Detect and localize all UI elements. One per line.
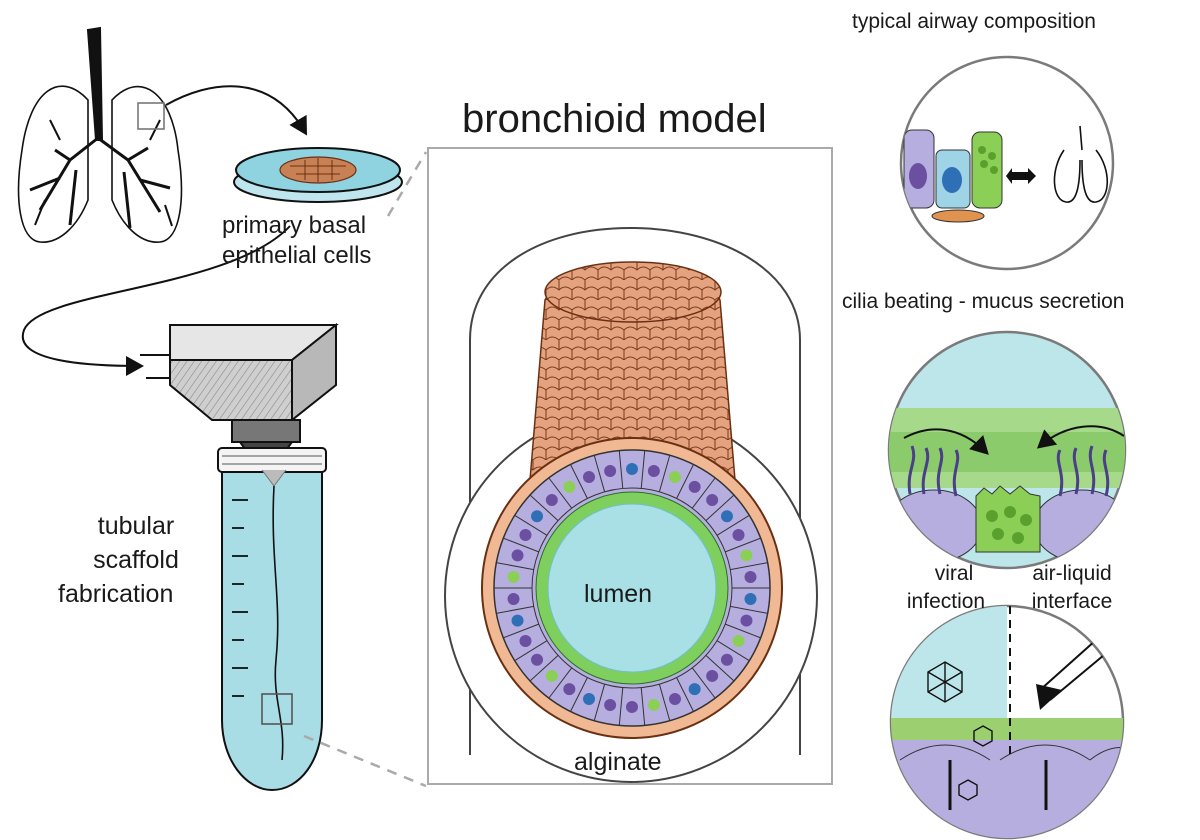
tube-icon — [217, 447, 327, 792]
cell-border — [725, 623, 761, 639]
printhead-icon — [140, 322, 339, 465]
cell-nucleus — [668, 692, 681, 705]
cell-nucleus — [511, 614, 524, 627]
cell-border — [725, 537, 761, 553]
cell-border — [676, 677, 694, 712]
cell-nucleus — [583, 471, 596, 484]
cell-nucleus — [507, 592, 520, 605]
arrow-icon — [21, 225, 291, 376]
cell-nucleus — [668, 471, 681, 484]
cell-nucleus — [563, 683, 576, 696]
ali-label-1: air-liquid — [1032, 562, 1112, 585]
cell-nucleus — [706, 669, 719, 682]
cell-nucleus — [732, 635, 745, 648]
cell-nucleus — [732, 528, 745, 541]
cell-nucleus — [545, 669, 558, 682]
cell-border — [705, 655, 735, 682]
cell-nucleus — [563, 480, 576, 493]
cell-nucleus — [531, 653, 544, 666]
cell-nucleus — [706, 494, 719, 507]
cell-border — [593, 684, 606, 721]
cell-nucleus — [740, 614, 753, 627]
cell-border — [529, 655, 559, 682]
cell-border — [548, 667, 573, 699]
cell-border — [658, 684, 671, 721]
cell-border — [618, 687, 624, 726]
cell-border — [514, 640, 548, 662]
cell-nucleus — [720, 653, 733, 666]
cell-nucleus — [507, 571, 520, 584]
scaffold-label-2: scaffold — [93, 546, 179, 574]
lungs-icon — [17, 26, 183, 243]
cell-nucleus — [519, 635, 532, 648]
cell-border — [503, 537, 539, 553]
infection-ali-panel — [889, 604, 1125, 840]
cell-border — [730, 605, 768, 614]
cell-border — [593, 455, 606, 492]
cell-border — [640, 450, 646, 489]
alginate-label: alginate — [574, 748, 662, 776]
scaffold-label-3: fabrication — [58, 580, 174, 608]
cell-nucleus — [545, 494, 558, 507]
viral-label-2: infection — [906, 590, 986, 613]
cell-border — [658, 455, 671, 492]
virus-icon — [927, 661, 993, 801]
cell-border — [716, 514, 750, 536]
cell-border — [514, 514, 548, 536]
cell-border — [640, 687, 646, 726]
cell-nucleus — [740, 549, 753, 562]
cell-border — [691, 477, 716, 509]
cell-border — [716, 640, 750, 662]
cell-border — [705, 494, 735, 521]
composition-label: typical airway composition — [852, 10, 1096, 33]
cell-nucleus — [688, 480, 701, 493]
cell-nucleus — [647, 698, 660, 711]
cell-nucleus — [688, 683, 701, 696]
cell-nucleus — [531, 510, 544, 523]
cell-nucleus — [720, 510, 733, 523]
lumen-label: lumen — [584, 580, 653, 608]
cell-border — [691, 667, 716, 699]
cell-nucleus — [511, 549, 524, 562]
arrow-icon — [165, 85, 308, 136]
cell-border — [503, 623, 539, 639]
cilia-label: cilia beating - mucus secretion — [842, 290, 1125, 313]
cell-nucleus — [744, 571, 757, 584]
cell-border — [496, 605, 534, 614]
cell-nucleus — [604, 698, 617, 711]
cell-nucleus — [647, 465, 660, 478]
cell-nucleus — [626, 701, 638, 713]
cell-border — [730, 562, 768, 571]
page-title: bronchioid model — [462, 97, 767, 141]
cell-border — [618, 450, 624, 489]
cell-border — [570, 677, 588, 712]
basal-cells-label-2: epithelial cells — [222, 242, 372, 269]
cell-border — [548, 477, 573, 509]
cell-nucleus — [626, 463, 638, 475]
cell-nucleus — [583, 692, 596, 705]
scaffold-label-1: tubular — [97, 512, 175, 540]
basal-cells-label-1: primary basal — [222, 212, 367, 239]
ali-label-2: interface — [1031, 590, 1113, 613]
cilia-mucus-panel — [887, 330, 1127, 570]
airway-composition-panel — [899, 55, 1115, 271]
cell-border — [496, 562, 534, 571]
cell-nucleus — [744, 592, 757, 605]
cell-nucleus — [519, 528, 532, 541]
cell-nucleus — [604, 465, 617, 478]
petri-dish-icon — [233, 147, 403, 203]
cell-border — [529, 494, 559, 521]
viral-label-1: viral — [934, 562, 974, 585]
cell-border — [570, 464, 588, 499]
cell-border — [676, 464, 694, 499]
